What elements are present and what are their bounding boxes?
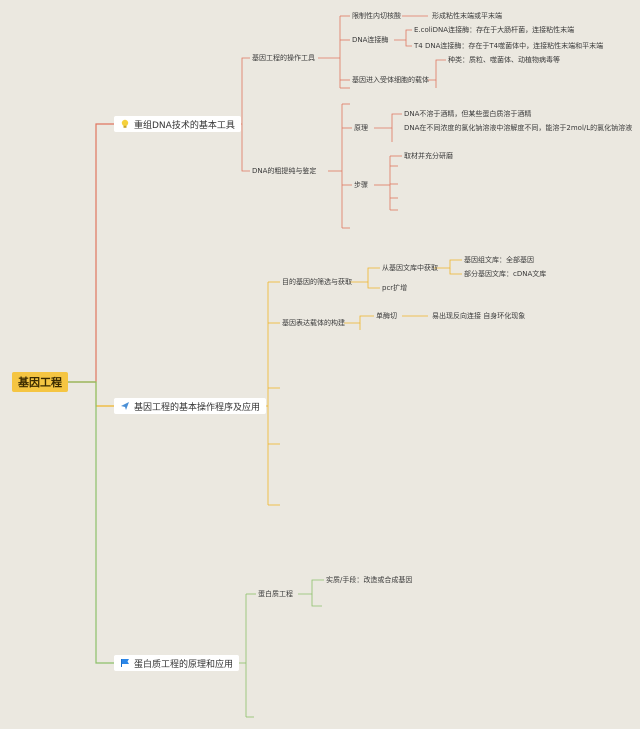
node-principle-1[interactable]: DNA不溶于酒精，但某些蛋白质溶于酒精 xyxy=(404,110,532,118)
branch-procedure[interactable]: 基因工程的基本操作程序及应用 xyxy=(114,398,267,414)
node-genomic-library[interactable]: 基因组文库：全部基因 xyxy=(464,256,534,264)
node-steps[interactable]: 步骤 xyxy=(354,181,368,189)
branch-basic-tools[interactable]: 重组DNA技术的基本工具 xyxy=(114,116,241,132)
node-dna-ligase[interactable]: DNA连接酶 xyxy=(352,36,389,44)
node-protein-eng[interactable]: 蛋白质工程 xyxy=(258,590,293,598)
node-principle[interactable]: 原理 xyxy=(354,124,368,132)
node-restriction-enzyme[interactable]: 限制性内切核酸 xyxy=(352,12,401,20)
node-from-library[interactable]: 从基因文库中获取 xyxy=(382,264,438,272)
branch-protein-engineering[interactable]: 蛋白质工程的原理和应用 xyxy=(114,655,240,671)
node-vector-types[interactable]: 种类：质粒、噬菌体、动植物病毒等 xyxy=(448,56,560,64)
node-construct[interactable]: 基因表达载体的构建 xyxy=(282,319,345,327)
node-ecoli-ligase[interactable]: E.coliDNA连接酶：存在于大肠杆菌，连接粘性末端 xyxy=(414,26,575,34)
node-screening[interactable]: 目的基因的筛选与获取 xyxy=(282,278,352,286)
paper-plane-icon xyxy=(121,402,129,410)
node-single-cut[interactable]: 单酶切 xyxy=(376,312,397,320)
node-operation-tools[interactable]: 基因工程的操作工具 xyxy=(252,54,315,62)
node-t4-ligase[interactable]: T4 DNA连接酶：存在于T4噬菌体中，连接粘性末端和平末端 xyxy=(414,42,604,50)
node-vector[interactable]: 基因进入受体细胞的载体 xyxy=(352,76,429,84)
flag-icon xyxy=(121,659,129,667)
node-principle-2[interactable]: DNA在不同浓度的氯化钠溶液中溶解度不同，能溶于2mol/L的氯化钠溶液 xyxy=(404,124,633,132)
root-node[interactable]: 基因工程 xyxy=(12,372,68,392)
node-pcr[interactable]: pcr扩增 xyxy=(382,284,408,292)
node-partial-library[interactable]: 部分基因文库：cDNA文库 xyxy=(464,270,547,278)
node-single-cut-desc[interactable]: 易出现反向连接 自身环化现象 xyxy=(432,312,526,320)
root-label: 基因工程 xyxy=(18,376,62,389)
node-step-1[interactable]: 取材并充分研磨 xyxy=(404,152,453,160)
node-dna-extraction[interactable]: DNA的粗提纯与鉴定 xyxy=(252,167,317,175)
branch-label: 基因工程的基本操作程序及应用 xyxy=(134,402,261,413)
branch-label: 重组DNA技术的基本工具 xyxy=(134,120,235,131)
branch-label: 蛋白质工程的原理和应用 xyxy=(134,659,234,670)
node-essence[interactable]: 实质/手段：改造或合成基因 xyxy=(326,576,413,584)
lightbulb-icon xyxy=(121,119,129,128)
node-restriction-enzyme-desc[interactable]: 形成粘性末端或平末端 xyxy=(432,12,502,20)
